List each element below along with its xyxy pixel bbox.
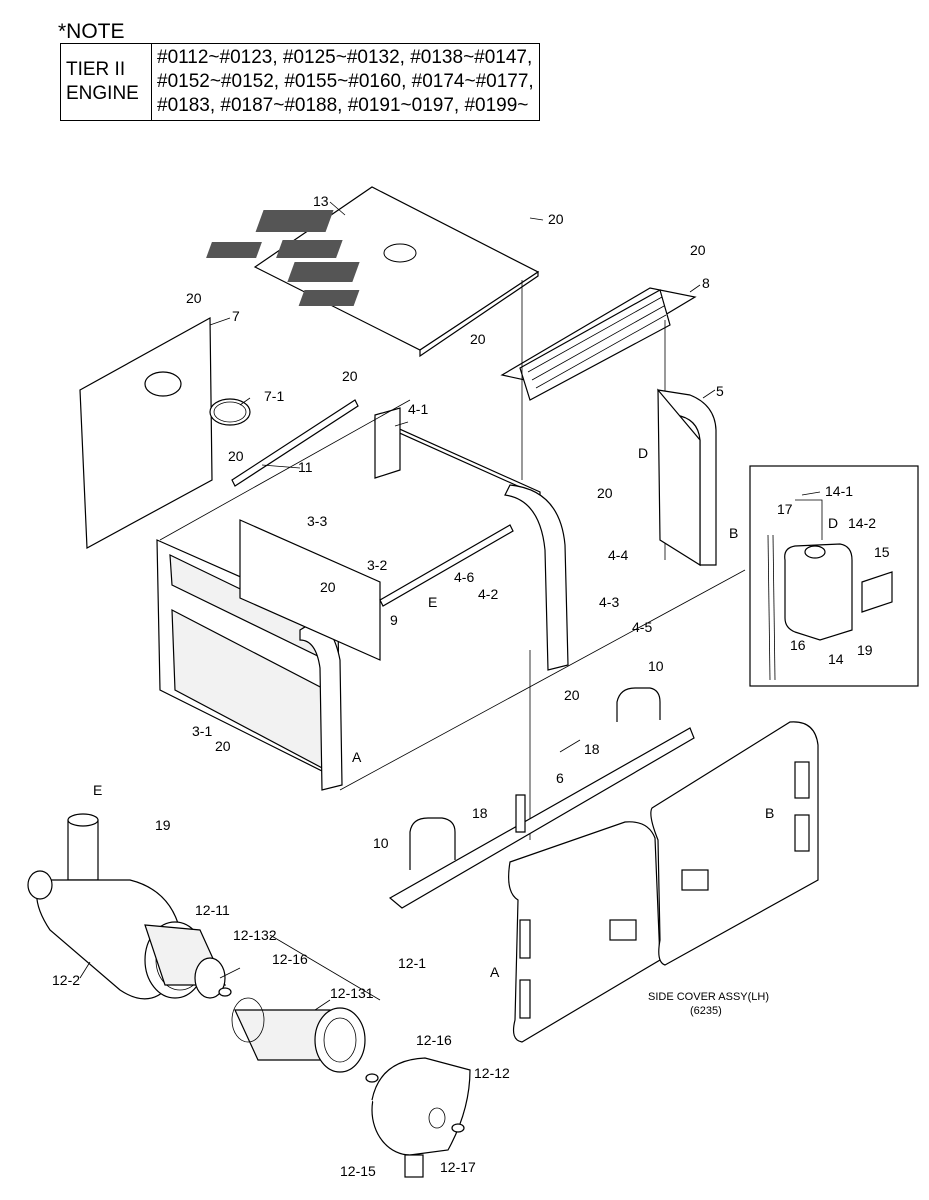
callout-D2: D — [828, 515, 838, 531]
callout-20a: 20 — [548, 211, 564, 227]
callout-4-6: 4-6 — [454, 569, 474, 585]
side-cover-title: SIDE COVER ASSY(LH) — [648, 991, 769, 1003]
note-range-line-3: #0183, #0187~#0188, #0191~0197, #0199~ — [157, 95, 529, 116]
callout-3-2: 3-2 — [367, 557, 387, 573]
callout-14: 14 — [828, 651, 844, 667]
callout-16: 16 — [790, 637, 806, 653]
callout-12-1: 12-1 — [398, 955, 426, 971]
note-ranges-cell: #0112~#0123, #0125~#0132, #0138~#0147, #… — [151, 43, 540, 121]
callout-20i: 20 — [564, 687, 580, 703]
callout-12-2: 12-2 — [52, 972, 80, 988]
callout-A1: A — [352, 749, 362, 765]
callout-20j: 20 — [215, 738, 231, 754]
callout-20h: 20 — [320, 579, 336, 595]
callout-7: 7 — [232, 308, 240, 324]
callout-5: 5 — [716, 383, 724, 399]
bracket-8 — [500, 287, 697, 401]
callout-E2: E — [93, 782, 102, 798]
side-cover-code: (6235) — [690, 1005, 722, 1017]
callout-20b: 20 — [690, 242, 706, 258]
note-range-line-1: #0112~#0123, #0125~#0132, #0138~#0147, — [157, 47, 533, 68]
callout-B1: B — [729, 525, 738, 541]
callout-D1: D — [638, 445, 648, 461]
callout-19a: 19 — [155, 817, 171, 833]
frame-assembly — [156, 399, 569, 791]
note-header-line-2: ENGINE — [66, 83, 139, 104]
callout-A2: A — [490, 964, 500, 980]
callout-12-132: 12-132 — [233, 927, 277, 943]
callout-19b: 19 — [857, 642, 873, 658]
callout-14-1: 14-1 — [825, 483, 853, 499]
note-title: *NOTE — [58, 20, 125, 43]
side-cover-assy — [508, 721, 819, 1043]
callout-B2: B — [765, 805, 774, 821]
callout-labels: 13 20 20 8 20 7 20 20 7-1 4-1 5 20 11 D … — [52, 193, 890, 1179]
callout-3-1: 3-1 — [192, 723, 212, 739]
callout-9: 9 — [390, 612, 398, 628]
callout-18b: 18 — [472, 805, 488, 821]
inset-box — [749, 465, 919, 687]
callout-4-2: 4-2 — [478, 586, 498, 602]
note-header-line-1: TIER II — [66, 59, 126, 80]
callout-7-1: 7-1 — [264, 388, 284, 404]
callout-6: 6 — [556, 770, 564, 786]
callout-12-131: 12-131 — [330, 985, 374, 1001]
callout-17: 17 — [777, 501, 793, 517]
callout-12-16a: 12-16 — [272, 951, 308, 967]
rail-6 — [388, 687, 695, 909]
callout-4-1: 4-1 — [408, 401, 428, 417]
callout-15: 15 — [874, 544, 890, 560]
callout-20e: 20 — [342, 368, 358, 384]
callout-E1: E — [428, 594, 437, 610]
gasket-7-1 — [209, 398, 251, 426]
callout-4-5: 4-5 — [632, 619, 652, 635]
callout-20d: 20 — [470, 331, 486, 347]
callout-4-4: 4-4 — [608, 547, 628, 563]
callout-20f: 20 — [228, 448, 244, 464]
top-cover-13 — [206, 186, 540, 358]
callout-12-12: 12-12 — [474, 1065, 510, 1081]
callout-18a: 18 — [584, 741, 600, 757]
callout-3-3: 3-3 — [307, 513, 327, 529]
callout-leaders — [79, 201, 821, 1011]
bracket-5 — [657, 388, 717, 567]
callout-13: 13 — [313, 193, 329, 209]
note-header-cell: TIER II ENGINE — [60, 43, 152, 121]
air-cleaner-12 — [27, 813, 471, 1178]
note-range-line-2: #0152~#0152, #0155~#0160, #0174~#0177, — [157, 71, 534, 92]
note-table: TIER II ENGINE #0112~#0123, #0125~#0132,… — [60, 43, 540, 121]
callout-12-15: 12-15 — [340, 1163, 376, 1179]
left-panel-7 — [79, 316, 251, 549]
callout-8: 8 — [702, 275, 710, 291]
callout-12-11: 12-11 — [195, 902, 230, 918]
callout-10a: 10 — [648, 658, 664, 674]
callout-4-3: 4-3 — [599, 594, 619, 610]
callout-10b: 10 — [373, 835, 389, 851]
callout-20c: 20 — [186, 290, 202, 306]
callout-11: 11 — [298, 459, 313, 475]
callout-12-16b: 12-16 — [416, 1032, 452, 1048]
callout-12-17: 12-17 — [440, 1159, 476, 1175]
filter-12-131 — [314, 1007, 366, 1073]
callout-14-2: 14-2 — [848, 515, 876, 531]
callout-20g: 20 — [597, 485, 613, 501]
